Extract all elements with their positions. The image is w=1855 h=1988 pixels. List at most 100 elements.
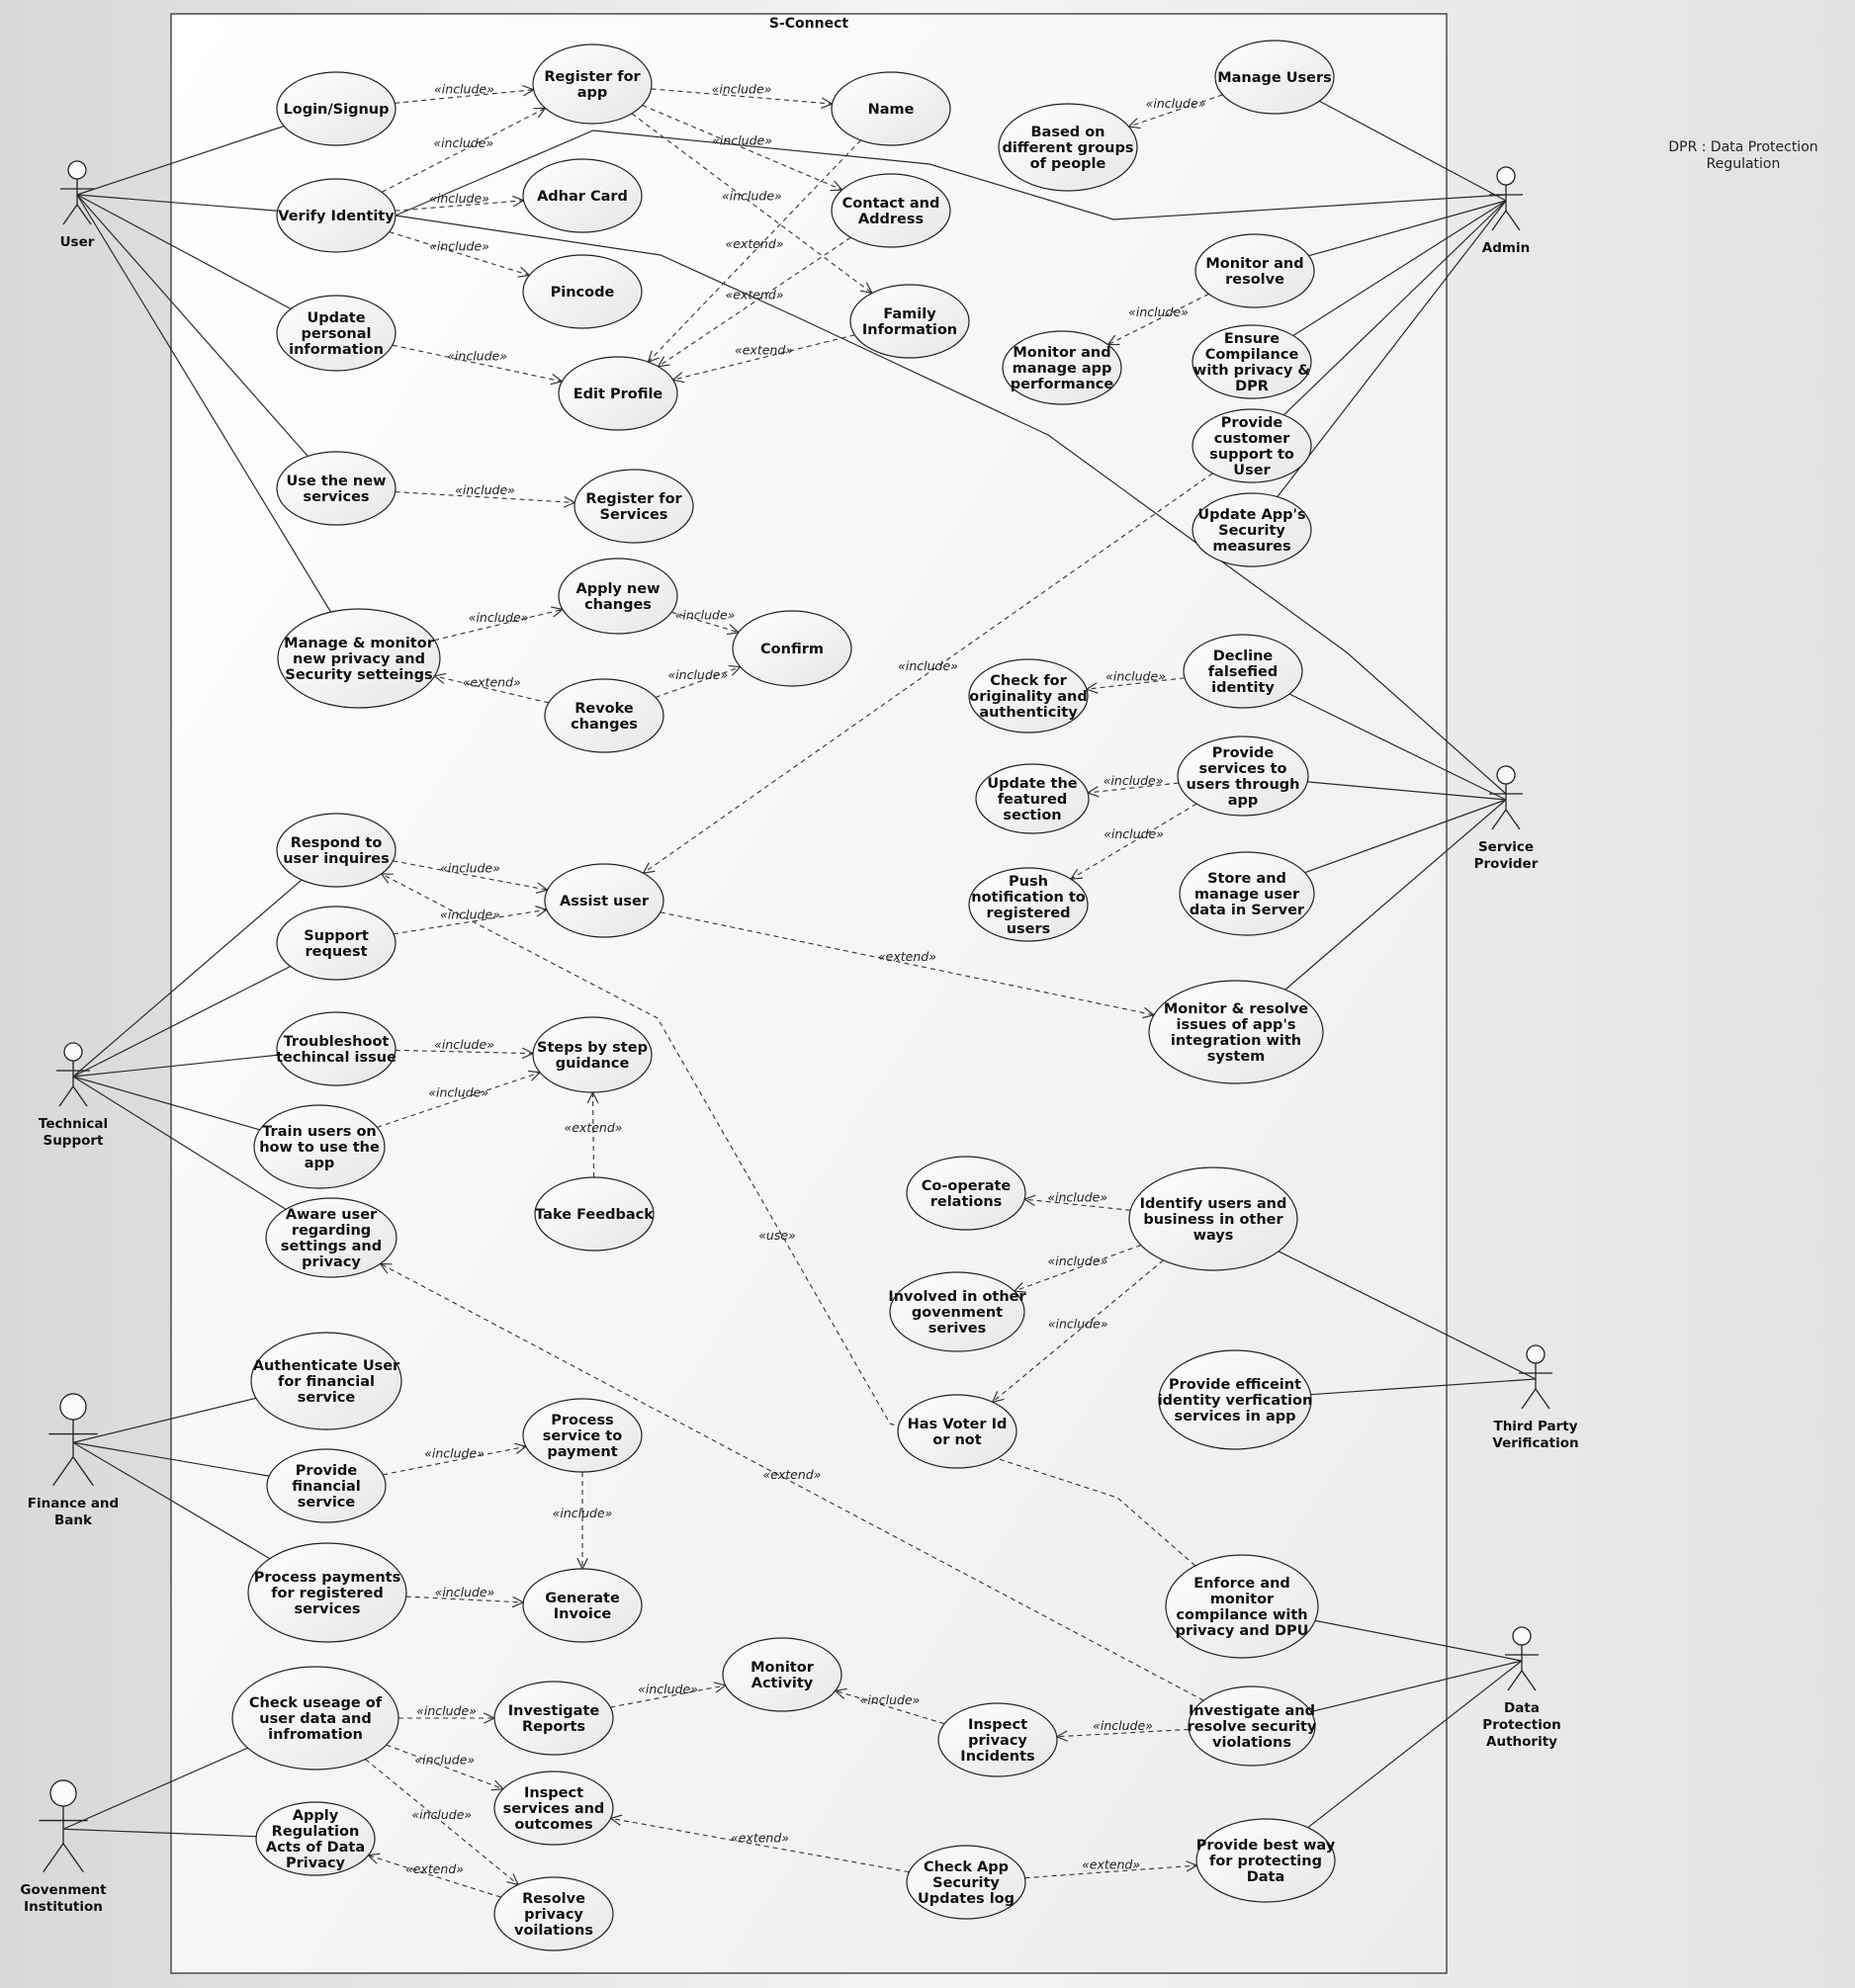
use-case-ellipse[interactable]: [889, 1271, 1025, 1352]
use-case-ellipse[interactable]: [849, 284, 970, 359]
use-case-ellipse[interactable]: [1158, 1349, 1312, 1450]
use-case-verify[interactable]: Verify Identity: [276, 178, 397, 253]
use-case-ellipse[interactable]: [265, 1197, 398, 1278]
use-case-ellipse[interactable]: [1194, 233, 1315, 308]
use-case-ellipse[interactable]: [732, 610, 852, 687]
use-case-ellipse[interactable]: [1002, 330, 1122, 405]
use-case-ellipse[interactable]: [1192, 492, 1312, 567]
use-case-ellipse[interactable]: [1192, 324, 1312, 399]
use-case-ellipse[interactable]: [906, 1156, 1026, 1231]
use-case-ellipse[interactable]: [1148, 980, 1324, 1084]
use-case-login[interactable]: Login/Signup: [276, 71, 397, 146]
use-case-ellipse[interactable]: [1188, 1685, 1316, 1767]
use-case-ellipse[interactable]: [522, 1568, 643, 1643]
use-case-ellipse[interactable]: [968, 867, 1089, 942]
use-case-ellipse[interactable]: [276, 451, 397, 526]
use-case-ellipse[interactable]: [276, 178, 397, 253]
use-case-ellipse[interactable]: [1183, 634, 1303, 709]
use-case-ellipse[interactable]: [276, 813, 397, 888]
use-case-ellipse[interactable]: [276, 1011, 397, 1086]
use-case-ellipse[interactable]: [1128, 1167, 1298, 1271]
actor-admin[interactable]: Admin: [1482, 166, 1530, 256]
use-case-ellipse[interactable]: [231, 1666, 399, 1771]
use-case-ellipse[interactable]: [1192, 408, 1312, 483]
use-case-ellipse[interactable]: [534, 1176, 655, 1252]
use-case-ellipse[interactable]: [1179, 851, 1315, 936]
use-case-ellipse[interactable]: [1195, 1818, 1336, 1903]
use-case-ellipse[interactable]: [255, 1801, 376, 1876]
use-case-ellipse[interactable]: [266, 1448, 387, 1523]
use-case-ellipse[interactable]: [1214, 40, 1335, 115]
use-case-adhar[interactable]: Adhar Card: [522, 158, 643, 233]
use-case-ellipse[interactable]: [906, 1845, 1026, 1920]
actor-user[interactable]: User: [60, 160, 95, 250]
use-case-ellipse[interactable]: [1165, 1554, 1319, 1659]
use-case-ellipse[interactable]: [493, 1876, 614, 1951]
use-case-ellipse[interactable]: [558, 356, 678, 431]
use-case-manage-users[interactable]: Manage Users: [1214, 40, 1335, 115]
use-case-ellipse[interactable]: [998, 103, 1138, 192]
use-case-edit-profile[interactable]: Edit Profile: [558, 356, 678, 431]
use-case-ellipse[interactable]: [250, 1332, 402, 1430]
use-case-ellipse[interactable]: [968, 658, 1089, 734]
use-case-assist[interactable]: Assist user: [544, 863, 664, 938]
use-case-ellipse[interactable]: [975, 763, 1090, 834]
use-case-ellipse[interactable]: [247, 1542, 407, 1643]
use-case-ellipse[interactable]: [722, 1637, 842, 1712]
use-case-ellipse[interactable]: [522, 1398, 643, 1473]
use-case-ellipse[interactable]: [544, 678, 664, 753]
use-case-ellipse[interactable]: [897, 1394, 1017, 1469]
use-case-ellipse[interactable]: [532, 43, 653, 125]
use-case-ellipse[interactable]: [493, 1771, 614, 1846]
use-case-ellipse[interactable]: [937, 1702, 1058, 1777]
use-case-feedback[interactable]: Take Feedback: [534, 1176, 655, 1252]
use-case-ellipse[interactable]: [276, 295, 397, 372]
use-case-ellipse[interactable]: [276, 906, 397, 981]
use-case-ellipse[interactable]: [253, 1104, 386, 1189]
use-case-ellipse[interactable]: [831, 173, 951, 248]
